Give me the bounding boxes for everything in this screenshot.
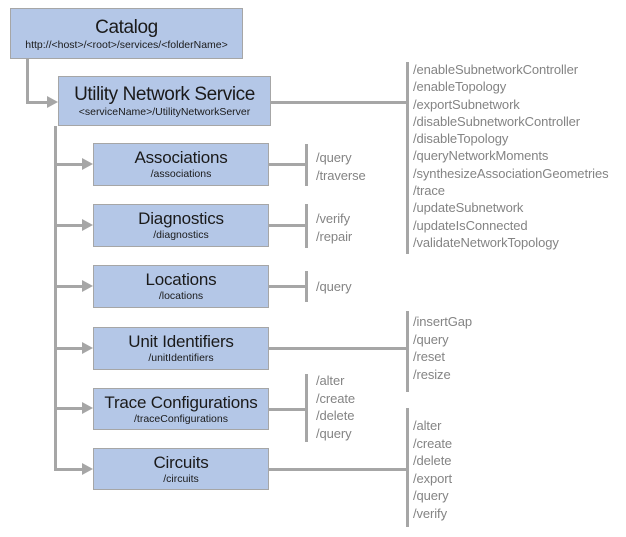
- circuits-subtitle: /circuits: [163, 472, 199, 485]
- operation-label: /updateSubnetwork: [413, 200, 524, 216]
- trace-configurations-node: Trace Configurations /traceConfiguration…: [93, 388, 269, 430]
- circuits-node: Circuits /circuits: [93, 448, 269, 490]
- operation-label: /exportSubnetwork: [413, 96, 520, 112]
- catalog-node: Catalog http://<host>/<root>/services/<f…: [10, 8, 243, 59]
- arrowhead-icon: [82, 280, 93, 292]
- unit-identifiers-subtitle: /unitIdentifiers: [148, 352, 214, 364]
- operation-label: /query: [316, 150, 352, 165]
- associations-node: Associations /associations: [93, 143, 269, 186]
- operation-label: /validateNetworkTopology: [413, 234, 559, 250]
- operation-label: /enableTopology: [413, 79, 507, 95]
- connector-unit-identifiers-ops: [269, 347, 406, 350]
- operation-label: /export: [413, 470, 453, 486]
- operation-label: /create: [316, 390, 356, 406]
- connector-circuits-ops-tick: [406, 408, 409, 527]
- connector-trace-configurations-ops-tick: [305, 374, 308, 442]
- diagnostics-operations-list: /verify /repair: [316, 210, 352, 245]
- operation-label: /query: [316, 279, 352, 294]
- connector-service-ops-tick: [406, 62, 409, 254]
- connector-branch-diagnostics: [54, 224, 82, 227]
- unit-identifiers-node: Unit Identifiers /unitIdentifiers: [93, 327, 269, 370]
- connector-branch-trace-configurations: [54, 407, 82, 410]
- operation-label: /insertGap: [413, 314, 472, 329]
- connector-circuits-ops: [269, 468, 406, 471]
- diagnostics-node: Diagnostics /diagnostics: [93, 204, 269, 247]
- arrowhead-icon: [82, 158, 93, 170]
- operation-label: /trace: [413, 183, 445, 199]
- operation-label: /verify: [413, 505, 447, 521]
- arrowhead-icon: [82, 402, 93, 414]
- connector-diagnostics-ops-tick: [305, 204, 308, 248]
- operation-label: /synthesizeAssociationGeometries: [413, 165, 609, 181]
- trace-configurations-title: Trace Configurations: [104, 392, 258, 412]
- locations-title: Locations: [145, 270, 217, 289]
- circuits-operations-list: /alter /create /delete /export /query /v…: [413, 417, 452, 522]
- operation-label: /alter: [316, 373, 345, 388]
- connector-service-trunk: [54, 126, 57, 471]
- unit-identifiers-operations-list: /insertGap /query /reset /resize: [413, 313, 472, 384]
- connector-locations-ops: [269, 285, 305, 288]
- trace-configurations-subtitle: /traceConfigurations: [134, 412, 228, 425]
- operation-label: /verify: [316, 211, 350, 226]
- arrowhead-icon: [82, 463, 93, 475]
- unit-identifiers-title: Unit Identifiers: [128, 332, 234, 351]
- arrowhead-icon: [47, 96, 58, 108]
- operation-label: /delete: [413, 453, 452, 468]
- operation-label: /disableTopology: [413, 131, 509, 147]
- arrowhead-icon: [82, 342, 93, 354]
- service-subtitle: <serviceName>/UtilityNetworkServer: [78, 106, 251, 118]
- connector-catalog-trunk: [26, 59, 29, 104]
- connector-associations-ops: [269, 163, 305, 166]
- connector-branch-associations: [54, 163, 82, 166]
- locations-operations-list: /query: [316, 278, 352, 296]
- connector-diagnostics-ops: [269, 224, 305, 227]
- connector-catalog-branch: [26, 101, 47, 104]
- operation-label: /query: [413, 488, 449, 503]
- operation-label: /repair: [316, 228, 353, 244]
- connector-branch-circuits: [54, 468, 82, 471]
- operation-label: /delete: [316, 408, 355, 423]
- connector-branch-unit-identifiers: [54, 347, 82, 350]
- trace-configurations-operations-list: /alter /create /delete /query: [316, 372, 355, 442]
- operation-label: /query: [413, 331, 449, 347]
- diagnostics-title: Diagnostics: [138, 209, 224, 228]
- catalog-subtitle: http://<host>/<root>/services/<folderNam…: [25, 38, 228, 51]
- locations-subtitle: /locations: [158, 290, 204, 302]
- operation-label: /traverse: [316, 167, 366, 183]
- operation-label: /queryNetworkMoments: [413, 148, 549, 164]
- diagnostics-subtitle: /diagnostics: [153, 229, 209, 241]
- associations-title: Associations: [134, 148, 228, 167]
- operation-label: /create: [413, 435, 453, 451]
- connector-branch-locations: [54, 285, 82, 288]
- service-operations-list: /enableSubnetworkController /enableTopol…: [413, 61, 609, 251]
- connector-locations-ops-tick: [305, 271, 308, 302]
- utility-network-service-node: Utility Network Service <serviceName>/Ut…: [58, 76, 271, 126]
- operation-label: /disableSubnetworkController: [413, 113, 581, 129]
- locations-node: Locations /locations: [93, 265, 269, 308]
- arrowhead-icon: [82, 219, 93, 231]
- connector-service-ops: [271, 101, 406, 104]
- connector-associations-ops-tick: [305, 144, 308, 186]
- connector-unit-identifiers-ops-tick: [406, 311, 409, 392]
- associations-subtitle: /associations: [150, 168, 212, 180]
- operation-label: /updateIsConnected: [413, 217, 528, 233]
- circuits-title: Circuits: [153, 452, 209, 472]
- connector-trace-configurations-ops: [269, 408, 305, 411]
- operation-label: /query: [316, 425, 352, 441]
- operation-label: /resize: [413, 367, 451, 383]
- operation-label: /alter: [413, 418, 442, 433]
- associations-operations-list: /query /traverse: [316, 149, 366, 184]
- catalog-title: Catalog: [95, 16, 158, 38]
- service-title: Utility Network Service: [74, 84, 255, 105]
- operation-label: /reset: [413, 349, 445, 365]
- operation-label: /enableSubnetworkController: [413, 62, 578, 77]
